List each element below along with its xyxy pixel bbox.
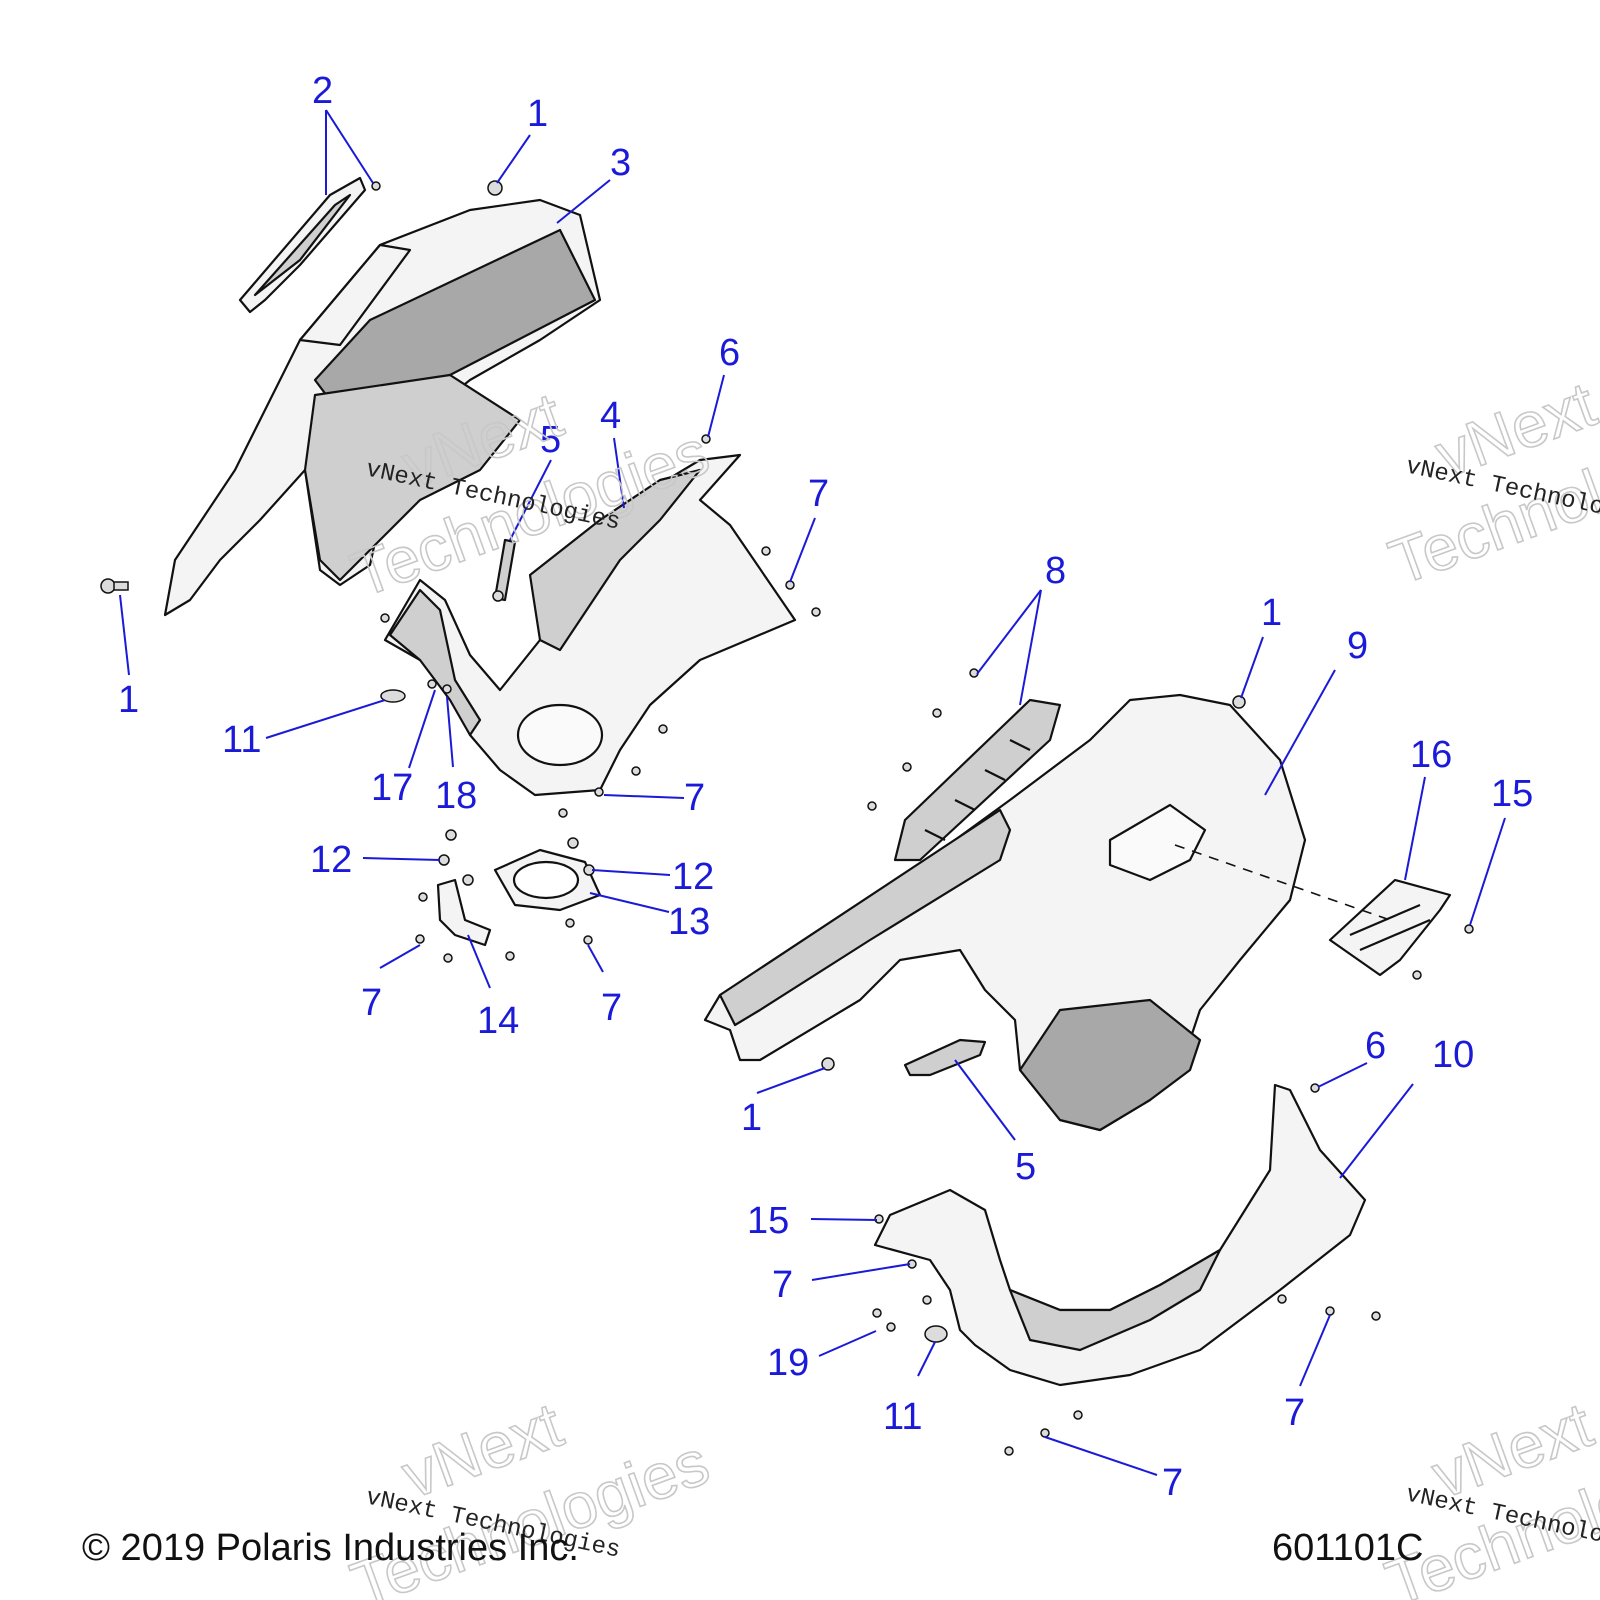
callout-17: 17 bbox=[371, 767, 413, 809]
callout-13: 13 bbox=[668, 901, 710, 943]
callout-7: 7 bbox=[361, 982, 382, 1024]
callout-9: 9 bbox=[1347, 625, 1368, 667]
callout-16: 16 bbox=[1410, 734, 1452, 776]
alignment-dashed-line bbox=[1174, 844, 1391, 921]
part-9-main-hood bbox=[703, 693, 1307, 1132]
part-5-strap-right bbox=[903, 1038, 987, 1077]
callout-18: 18 bbox=[435, 775, 477, 817]
callout-12: 12 bbox=[310, 839, 352, 881]
callout-3: 3 bbox=[610, 142, 631, 184]
leader-lines bbox=[119, 109, 1506, 1476]
callout-5: 5 bbox=[540, 419, 561, 461]
callout-11: 11 bbox=[883, 1396, 922, 1438]
callout-11: 11 bbox=[222, 719, 261, 761]
part-11-plug-right bbox=[924, 1325, 948, 1343]
callout-12: 12 bbox=[672, 856, 714, 898]
part-8-vent-grille bbox=[893, 698, 1062, 862]
part-10-lower-panel bbox=[873, 1083, 1367, 1387]
callout-8: 8 bbox=[1045, 550, 1066, 592]
callout-labels: 2 1 3 6 4 5 7 1 11 17 18 7 12 12 13 7 14… bbox=[118, 70, 1533, 1504]
callout-2: 2 bbox=[312, 70, 333, 112]
hardware-left bbox=[100, 180, 821, 963]
callout-7: 7 bbox=[684, 777, 705, 819]
part-13-ring-plate bbox=[493, 848, 602, 912]
watermark-right: vNext Technologies bbox=[1379, 367, 1600, 600]
callout-1: 1 bbox=[118, 679, 139, 721]
part-5-strap-left bbox=[492, 538, 517, 602]
callout-15: 15 bbox=[747, 1200, 789, 1242]
callout-10: 10 bbox=[1432, 1034, 1474, 1076]
callout-1: 1 bbox=[1261, 592, 1282, 634]
part-11-plug-left bbox=[380, 689, 406, 703]
part-2-top-trim bbox=[238, 176, 367, 314]
callout-6: 6 bbox=[1365, 1025, 1386, 1067]
callout-19: 19 bbox=[767, 1342, 809, 1384]
copyright-notice: © 2019 Polaris Industries Inc. bbox=[82, 1527, 579, 1569]
part-14-bracket bbox=[436, 878, 492, 947]
callout-7: 7 bbox=[1162, 1462, 1183, 1504]
callout-14: 14 bbox=[477, 1000, 519, 1042]
diagram-id: 601101C bbox=[1272, 1527, 1423, 1569]
callout-7: 7 bbox=[601, 987, 622, 1029]
callout-5: 5 bbox=[1015, 1146, 1036, 1188]
callout-4: 4 bbox=[600, 395, 621, 437]
callout-7: 7 bbox=[1284, 1392, 1305, 1434]
part-16-vent-plate bbox=[1328, 878, 1452, 977]
callout-7: 7 bbox=[772, 1264, 793, 1306]
callout-15: 15 bbox=[1491, 773, 1533, 815]
hardware-right bbox=[821, 668, 1474, 1456]
callout-1: 1 bbox=[527, 93, 548, 135]
callout-7: 7 bbox=[808, 473, 829, 515]
part-3-upper-hood bbox=[163, 198, 602, 617]
callout-6: 6 bbox=[719, 332, 740, 374]
part-4-floor-panel bbox=[383, 453, 797, 797]
callout-1: 1 bbox=[741, 1097, 762, 1139]
